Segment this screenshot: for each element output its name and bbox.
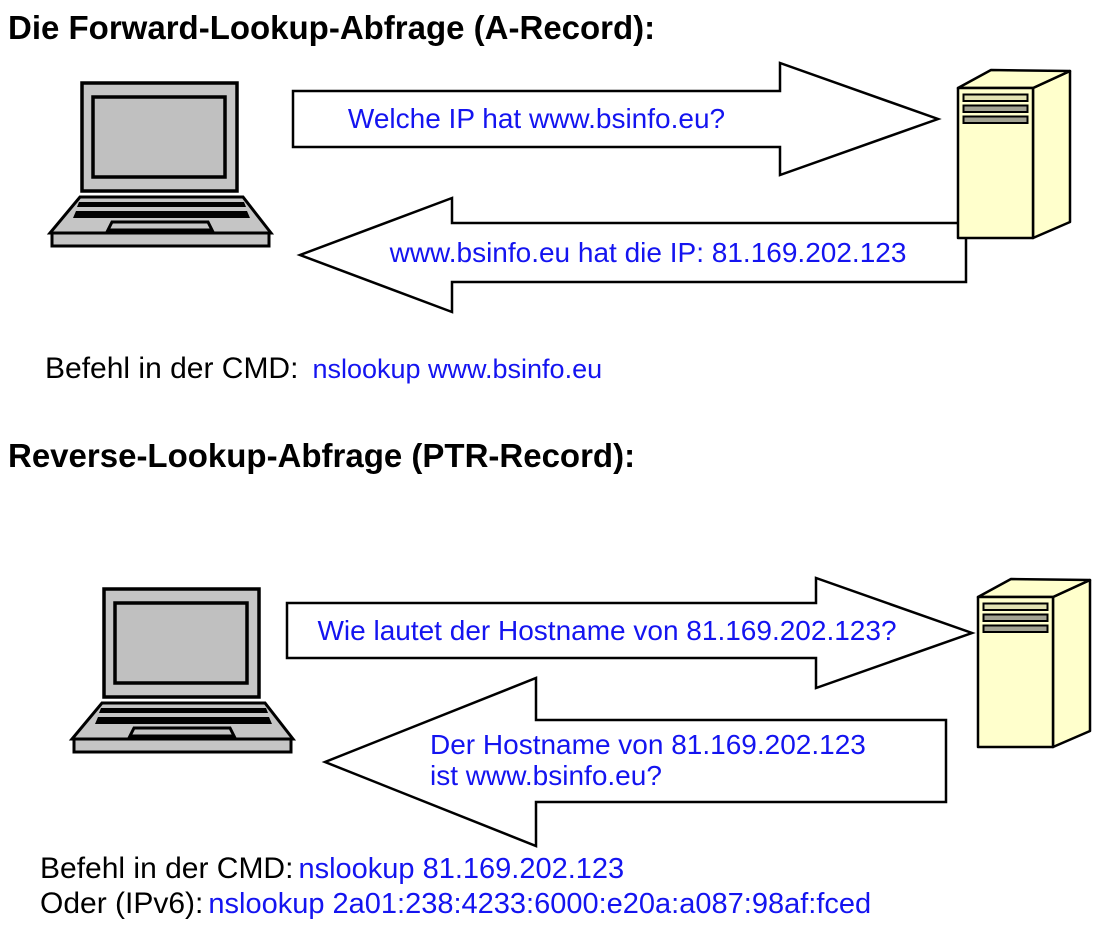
dns-server-icon-forward xyxy=(956,68,1072,240)
reverse-response-line2: ist www.bsinfo.eu? xyxy=(430,760,662,791)
forward-response-arrow-label: www.bsinfo.eu hat die IP: 81.169.202.123 xyxy=(389,236,907,268)
forward-command-text: nslookup www.bsinfo.eu xyxy=(312,354,603,384)
reverse-command-row: Befehl in der CMD: nslookup 81.169.202.1… xyxy=(40,852,624,886)
forward-response-arrow xyxy=(296,196,968,314)
ipv6-command-label: Oder (IPv6): xyxy=(40,887,204,920)
reverse-response-arrow-label: Der Hostname von 81.169.202.123 ist www.… xyxy=(430,729,866,791)
ipv6-command-text: nslookup 2a01:238:4233:6000:e20a:a087:98… xyxy=(208,888,872,920)
client-laptop-icon-forward xyxy=(48,81,273,248)
forward-command-label: Befehl in der CMD: xyxy=(45,352,299,385)
reverse-response-arrow xyxy=(321,676,948,848)
reverse-request-arrow-label: Wie lautet der Hostname von 81.169.202.1… xyxy=(317,614,897,646)
forward-request-arrow xyxy=(291,61,942,177)
reverse-section-title: Reverse-Lookup-Abfrage (PTR-Record): xyxy=(8,437,636,474)
ipv6-command-row: Oder (IPv6): nslookup 2a01:238:4233:6000… xyxy=(40,887,871,921)
reverse-command-text: nslookup 81.169.202.123 xyxy=(298,853,625,885)
forward-section-title: Die Forward-Lookup-Abfrage (A-Record): xyxy=(8,9,656,46)
client-laptop-icon-reverse xyxy=(70,587,295,754)
forward-request-arrow-label: Welche IP hat www.bsinfo.eu? xyxy=(347,103,726,134)
forward-command-row: Befehl in der CMD: nslookup www.bsinfo.e… xyxy=(45,352,602,386)
reverse-command-label: Befehl in der CMD: xyxy=(40,852,294,885)
reverse-response-line1: Der Hostname von 81.169.202.123 xyxy=(430,729,866,760)
reverse-request-arrow xyxy=(285,576,976,690)
dns-server-icon-reverse xyxy=(976,577,1092,749)
